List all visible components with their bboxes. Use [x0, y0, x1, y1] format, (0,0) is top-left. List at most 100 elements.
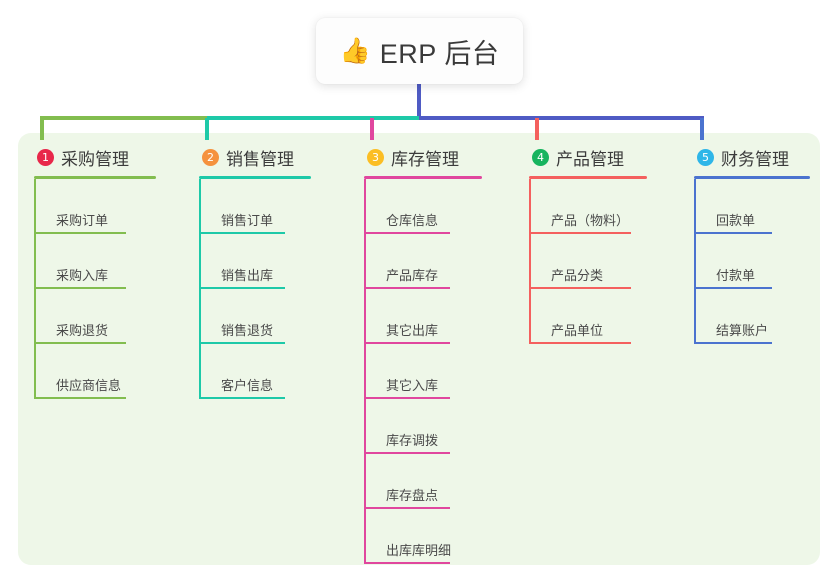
leaf-item-label: 出库库明细: [386, 543, 452, 558]
leaf-item-label: 产品库存: [386, 268, 439, 283]
leaf-item-label: 销售出库: [221, 268, 274, 283]
leaf-list: 仓库信息产品库存其它出库其它入库库存调拨库存盘点出库库明细: [364, 179, 482, 564]
leaf-item-label: 销售订单: [221, 213, 274, 228]
leaf-item[interactable]: 产品单位: [529, 289, 647, 344]
leaf-underline: [366, 232, 450, 234]
branch-header[interactable]: 5 财务管理: [694, 143, 810, 171]
leaf-underline: [366, 287, 450, 289]
branch-underline: [529, 176, 647, 179]
branch-label: 财务管理: [721, 149, 789, 169]
branch-number-badge: 1: [37, 148, 54, 166]
leaf-underline: [696, 232, 772, 234]
leaf-item[interactable]: 产品库存: [364, 234, 482, 289]
leaf-underline: [36, 342, 126, 344]
leaf-item[interactable]: 库存盘点: [364, 454, 482, 509]
leaf-item[interactable]: 出库库明细: [364, 509, 482, 564]
branch-spine: [694, 179, 696, 344]
leaf-underline: [531, 232, 631, 234]
branches-panel: [18, 133, 820, 565]
branch-header[interactable]: 1 采购管理: [34, 143, 156, 171]
branch-header[interactable]: 4 产品管理: [529, 143, 647, 171]
branch-label: 库存管理: [391, 149, 459, 169]
leaf-underline: [366, 452, 450, 454]
leaf-item-label: 其它出库: [386, 323, 439, 338]
root-node[interactable]: 👍 ERP 后台: [316, 18, 523, 84]
branch-label: 采购管理: [61, 149, 129, 169]
leaf-item-label: 仓库信息: [386, 213, 439, 228]
leaf-underline: [201, 342, 285, 344]
leaf-underline: [366, 562, 450, 564]
leaf-item[interactable]: 付款单: [694, 234, 810, 289]
leaf-item[interactable]: 销售出库: [199, 234, 311, 289]
branch-number-badge: 5: [697, 148, 714, 166]
branch-column[interactable]: 3 库存管理仓库信息产品库存其它出库其它入库库存调拨库存盘点出库库明细: [364, 143, 482, 564]
leaf-item[interactable]: 其它入库: [364, 344, 482, 399]
leaf-list: 回款单付款单结算账户: [694, 179, 810, 344]
leaf-item[interactable]: 仓库信息: [364, 179, 482, 234]
leaf-list: 销售订单销售出库销售退货客户信息: [199, 179, 311, 399]
leaf-item-label: 付款单: [716, 268, 756, 283]
leaf-item[interactable]: 库存调拨: [364, 399, 482, 454]
branch-number-badge: 2: [202, 148, 219, 166]
branch-spine: [34, 179, 36, 399]
leaf-item[interactable]: 销售退货: [199, 289, 311, 344]
leaf-underline: [696, 342, 772, 344]
leaf-item[interactable]: 销售订单: [199, 179, 311, 234]
leaf-item-label: 采购入库: [56, 268, 109, 283]
leaf-underline: [366, 397, 450, 399]
leaf-list: 采购订单采购入库采购退货供应商信息: [34, 179, 156, 399]
branch-number-badge: 4: [532, 148, 549, 166]
branch-column[interactable]: 2 销售管理销售订单销售出库销售退货客户信息: [199, 143, 311, 399]
leaf-item[interactable]: 客户信息: [199, 344, 311, 399]
leaf-underline: [36, 287, 126, 289]
leaf-underline: [696, 287, 772, 289]
branch-underline: [364, 176, 482, 179]
leaf-item[interactable]: 采购入库: [34, 234, 156, 289]
leaf-underline: [201, 397, 285, 399]
leaf-underline: [366, 507, 450, 509]
leaf-item-label: 库存盘点: [386, 488, 439, 503]
branch-spine: [529, 179, 531, 344]
branch-label: 产品管理: [556, 149, 624, 169]
leaf-item[interactable]: 结算账户: [694, 289, 810, 344]
branch-number-badge: 3: [367, 148, 384, 166]
thumbs-up-icon: 👍: [339, 36, 371, 65]
leaf-item-label: 销售退货: [221, 323, 274, 338]
leaf-item-label: 其它入库: [386, 378, 439, 393]
leaf-item-label: 客户信息: [221, 378, 274, 393]
branch-label: 销售管理: [226, 149, 294, 169]
branch-header[interactable]: 3 库存管理: [364, 143, 482, 171]
leaf-underline: [36, 397, 126, 399]
leaf-item-label: 产品（物料）: [551, 213, 630, 228]
branch-spine: [364, 179, 366, 564]
branch-column[interactable]: 1 采购管理采购订单采购入库采购退货供应商信息: [34, 143, 156, 399]
leaf-item[interactable]: 其它出库: [364, 289, 482, 344]
branch-underline: [199, 176, 311, 179]
leaf-item[interactable]: 回款单: [694, 179, 810, 234]
branch-header[interactable]: 2 销售管理: [199, 143, 311, 171]
leaf-underline: [201, 232, 285, 234]
leaf-item[interactable]: 供应商信息: [34, 344, 156, 399]
branch-column[interactable]: 4 产品管理产品（物料） 产品分类产品单位: [529, 143, 647, 344]
leaf-item-label: 产品分类: [551, 268, 604, 283]
leaf-item[interactable]: 采购订单: [34, 179, 156, 234]
leaf-item[interactable]: 产品（物料）: [529, 179, 647, 234]
leaf-underline: [201, 287, 285, 289]
leaf-underline: [531, 342, 631, 344]
branch-spine: [199, 179, 201, 399]
leaf-item-label: 库存调拨: [386, 433, 439, 448]
leaf-item[interactable]: 采购退货: [34, 289, 156, 344]
branch-underline: [694, 176, 810, 179]
root-title: ERP 后台: [379, 38, 500, 69]
leaf-item-label: 结算账户: [716, 323, 769, 338]
leaf-item[interactable]: 产品分类: [529, 234, 647, 289]
leaf-item-label: 采购退货: [56, 323, 109, 338]
leaf-item-label: 回款单: [716, 213, 756, 228]
branch-underline: [34, 176, 156, 179]
leaf-list: 产品（物料） 产品分类产品单位: [529, 179, 647, 344]
leaf-underline: [531, 287, 631, 289]
branch-column[interactable]: 5 财务管理回款单付款单结算账户: [694, 143, 810, 344]
leaf-item-label: 采购订单: [56, 213, 109, 228]
leaf-item-label: 产品单位: [551, 323, 604, 338]
